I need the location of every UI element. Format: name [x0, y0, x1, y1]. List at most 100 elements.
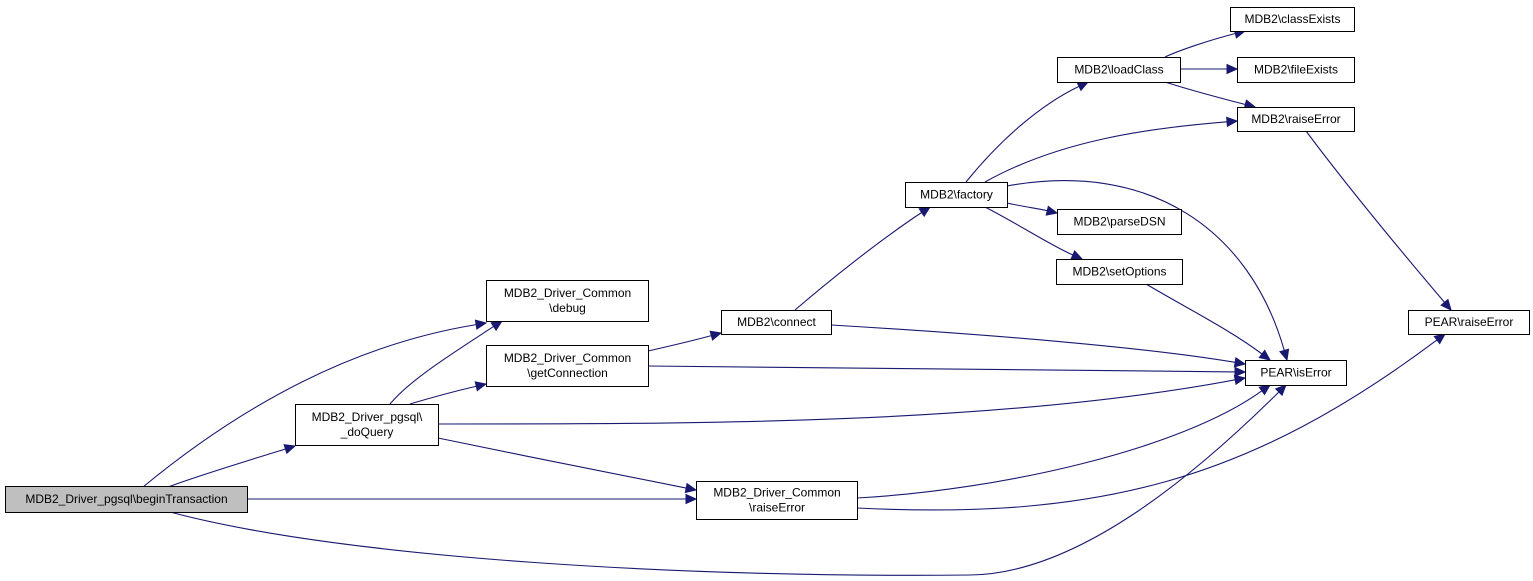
edge-begin-to-doquery — [167, 444, 297, 488]
node-fileexists[interactable]: MDB2\fileExists — [1237, 57, 1355, 83]
node-label: MDB2\parseDSN — [1073, 215, 1165, 229]
node-label: MDB2\fileExists — [1254, 63, 1338, 77]
node-label: MDB2_Driver_pgsql\beginTransaction — [25, 492, 227, 506]
edges-layer — [142, 28, 1452, 576]
edge-line — [1145, 283, 1263, 355]
edge-line — [437, 379, 1236, 425]
edge-doquery-to-commonraise — [437, 437, 698, 494]
edge-begin-to-commonraise — [247, 493, 698, 505]
node-connect[interactable]: MDB2\connect — [721, 310, 832, 335]
edge-line — [142, 324, 477, 488]
edge-setoptions-to-iserror — [1145, 283, 1271, 361]
node-doquery[interactable]: MDB2_Driver_pgsql\_doQuery — [295, 404, 439, 446]
node-begin[interactable]: MDB2_Driver_pgsql\beginTransaction — [5, 486, 248, 513]
node-box — [1408, 310, 1530, 335]
arrowhead-icon — [1045, 205, 1059, 216]
node-loadclass[interactable]: MDB2\loadClass — [1057, 57, 1181, 83]
node-box — [1237, 107, 1355, 132]
node-box — [1230, 7, 1355, 32]
nodes-layer: MDB2_Driver_pgsql\beginTransaction MDB2_D… — [5, 7, 1530, 520]
node-label: MDB2\classExists — [1244, 12, 1340, 26]
edge-line — [437, 437, 687, 489]
node-box — [5, 486, 248, 513]
edge-line — [1164, 32, 1236, 58]
edge-loadclass-to-classexists — [1164, 28, 1247, 58]
arrowhead-icon — [1076, 81, 1090, 92]
edge-line — [965, 85, 1080, 183]
node-box — [905, 182, 1008, 208]
edge-line — [409, 385, 477, 405]
edge-line — [794, 212, 922, 311]
edge-loadclass-to-fileexists — [1180, 63, 1239, 75]
node-label: \debug — [549, 301, 586, 315]
node-box — [1056, 259, 1183, 285]
node-iserror[interactable]: PEAR\isError — [1245, 360, 1347, 386]
edge-line — [167, 448, 286, 488]
edge-line — [1164, 81, 1246, 106]
edge-line — [984, 121, 1228, 183]
edge-loadclass-to-mdb2raise — [1164, 81, 1257, 110]
edge-factory-to-mdb2raise — [984, 116, 1239, 183]
arrowhead-icon — [1226, 63, 1239, 75]
node-box — [1057, 57, 1181, 83]
edge-line — [647, 335, 712, 352]
node-box — [1245, 360, 1347, 386]
node-box — [295, 404, 439, 446]
edge-line — [1006, 202, 1048, 212]
edge-factory-to-loadclass — [965, 81, 1090, 183]
edge-doquery-to-getconn — [409, 381, 488, 405]
node-box — [696, 481, 858, 520]
node-setoptions[interactable]: MDB2\setOptions — [1056, 259, 1183, 285]
arrowhead-icon — [283, 444, 297, 455]
edge-line — [856, 390, 1263, 499]
edge-factory-to-iserror — [1006, 180, 1290, 362]
node-label: _doQuery — [340, 425, 394, 439]
arrowhead-icon — [1226, 116, 1239, 128]
node-box — [1237, 57, 1355, 83]
edge-line — [830, 324, 1236, 363]
node-label: MDB2\factory — [920, 188, 993, 202]
node-pearraise[interactable]: PEAR\raiseError — [1408, 310, 1530, 335]
node-label: MDB2_Driver_pgsql\ — [312, 410, 423, 424]
arrowhead-icon — [1234, 366, 1247, 378]
edge-line — [1305, 130, 1445, 303]
arrowhead-icon — [474, 381, 488, 392]
node-factory[interactable]: MDB2\factory — [905, 182, 1008, 208]
node-parsedsn[interactable]: MDB2\parseDSN — [1057, 209, 1182, 235]
arrowhead-icon — [1233, 357, 1247, 368]
arrowhead-icon — [490, 320, 504, 332]
node-classexists[interactable]: MDB2\classExists — [1230, 7, 1355, 32]
edge-factory-to-parsedsn — [1006, 202, 1059, 216]
node-box — [486, 280, 649, 322]
node-label: MDB2\loadClass — [1074, 63, 1163, 77]
edge-doquery-to-debug — [389, 320, 504, 405]
arrowhead-icon — [1279, 348, 1290, 362]
node-box — [721, 310, 832, 335]
node-label: MDB2\raiseError — [1251, 112, 1340, 126]
node-commonraise[interactable]: MDB2_Driver_Common\raiseError — [696, 481, 858, 520]
edge-doquery-to-iserror — [437, 374, 1247, 425]
arrowhead-icon — [685, 493, 698, 505]
edge-connect-to-factory — [794, 206, 932, 311]
edge-line — [389, 326, 494, 405]
edge-mdb2raise-to-pearraise — [1305, 130, 1452, 311]
node-getconn[interactable]: MDB2_Driver_Common\getConnection — [486, 345, 649, 387]
edge-line — [1006, 180, 1285, 351]
arrowhead-icon — [918, 206, 932, 218]
edge-commonraise-to-iserror — [856, 384, 1271, 499]
edge-begin-to-iserror — [169, 384, 1287, 576]
arrowhead-icon — [1258, 384, 1271, 396]
edge-line — [169, 391, 1280, 576]
node-mdb2raise[interactable]: MDB2\raiseError — [1237, 107, 1355, 132]
arrowhead-icon — [1440, 298, 1452, 311]
node-box — [1057, 209, 1182, 235]
node-label: MDB2\setOptions — [1072, 265, 1166, 279]
node-label: MDB2_Driver_Common — [504, 351, 631, 365]
arrowhead-icon — [1433, 333, 1446, 345]
edge-line — [647, 365, 1236, 373]
arrowhead-icon — [1274, 384, 1287, 397]
node-debug[interactable]: MDB2_Driver_Common\debug — [486, 280, 649, 322]
arrowhead-icon — [1258, 349, 1271, 361]
arrowhead-icon — [1233, 374, 1247, 386]
